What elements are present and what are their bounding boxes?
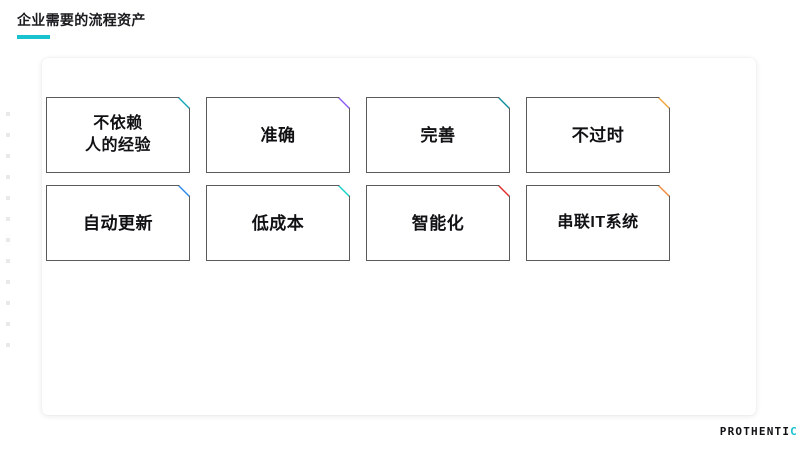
folded-corner-icon (338, 186, 349, 197)
card-not-outdated[interactable]: 不过时 (526, 97, 670, 173)
card-no-reliance-on-experience[interactable]: 不依赖 人的经验 (46, 97, 190, 173)
rail-dot (6, 280, 10, 284)
rail-dot (6, 259, 10, 263)
folded-corner-icon (178, 98, 189, 109)
brand-text: PROTHENTI (719, 425, 791, 438)
rail-dot (6, 133, 10, 137)
rail-dot (6, 196, 10, 200)
card-label: 低成本 (251, 213, 305, 233)
card-label: 不依赖 人的经验 (84, 115, 151, 154)
card-label: 智能化 (411, 213, 465, 233)
rail-dot (6, 322, 10, 326)
process-asset-card-grid: 不依赖 人的经验 准确 完善 不过时 自动更新 低成本 智能化 串联IT系统 (46, 97, 670, 261)
rail-dot (6, 112, 10, 116)
folded-corner-icon (338, 98, 349, 109)
rail-dot (6, 154, 10, 158)
folded-corner-icon (498, 98, 509, 109)
card-accurate[interactable]: 准确 (206, 97, 350, 173)
rail-dot (6, 301, 10, 305)
card-connect-it-systems[interactable]: 串联IT系统 (526, 185, 670, 261)
card-intelligent[interactable]: 智能化 (366, 185, 510, 261)
card-label: 不过时 (571, 125, 625, 145)
brand-logo: PROTHENTIC (720, 425, 798, 438)
rail-dot (6, 238, 10, 242)
card-label: 准确 (260, 125, 296, 145)
left-dot-rail (5, 112, 11, 347)
page-title: 企业需要的流程资产 (17, 12, 146, 28)
card-label: 完善 (420, 125, 456, 145)
header: 企业需要的流程资产 (17, 10, 146, 39)
folded-corner-icon (658, 186, 669, 197)
rail-dot (6, 175, 10, 179)
brand-accent-letter: C (790, 425, 798, 438)
rail-dot (6, 217, 10, 221)
card-low-cost[interactable]: 低成本 (206, 185, 350, 261)
folded-corner-icon (178, 186, 189, 197)
folded-corner-icon (658, 98, 669, 109)
rail-dot (6, 343, 10, 347)
card-auto-update[interactable]: 自动更新 (46, 185, 190, 261)
card-complete[interactable]: 完善 (366, 97, 510, 173)
card-label: 串联IT系统 (557, 214, 639, 231)
folded-corner-icon (498, 186, 509, 197)
card-label: 自动更新 (83, 213, 153, 233)
title-accent-bar (17, 35, 50, 39)
